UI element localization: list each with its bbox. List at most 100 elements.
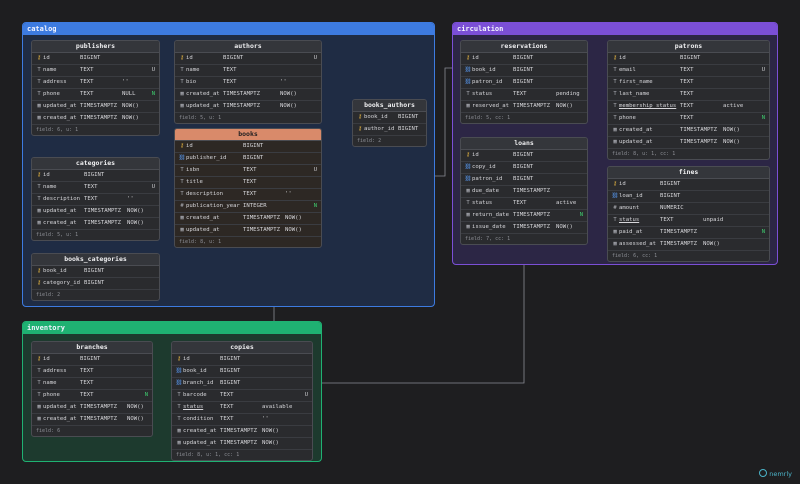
field-type: TEXT <box>220 404 234 410</box>
text-icon: T <box>180 179 184 185</box>
link-icon: ⛓ <box>175 380 183 386</box>
text-icon: T <box>613 103 617 109</box>
field-type: TEXT <box>84 184 98 190</box>
field-type: TIMESTAMPTZ <box>80 416 118 422</box>
field-name: amount <box>619 205 640 211</box>
unique-flag: U <box>151 184 155 190</box>
group-inventory-label: inventory <box>23 322 321 334</box>
field-type: TEXT <box>660 217 674 223</box>
field-name: reserved_at <box>472 103 510 109</box>
table-footer: field: 5, cc: 1 <box>465 115 511 121</box>
nullable-flag: N <box>144 392 148 398</box>
number-icon: # <box>180 203 184 209</box>
calendar-icon: ▦ <box>466 224 470 230</box>
field-type: TIMESTAMPTZ <box>660 229 698 235</box>
field-type: TIMESTAMPTZ <box>513 224 551 230</box>
field-type: TEXT <box>243 179 257 185</box>
field-name: phone <box>43 91 60 97</box>
field-type: TEXT <box>243 167 257 173</box>
